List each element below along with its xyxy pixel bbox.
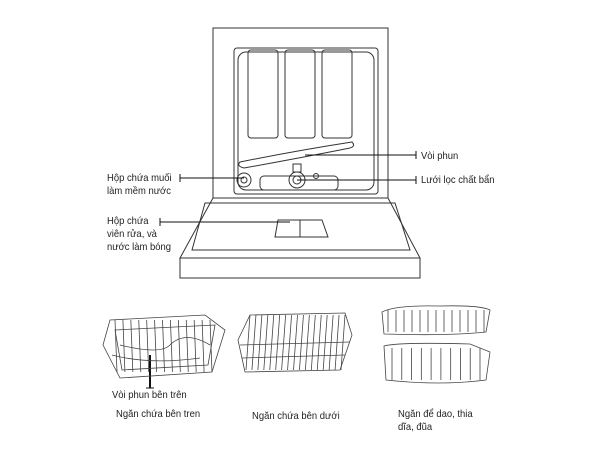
rack-wire <box>340 314 346 371</box>
rack-wire <box>146 319 150 373</box>
label-line: nước làm bóng <box>107 241 172 253</box>
rack-wire <box>185 319 189 373</box>
rack-wire <box>177 319 181 373</box>
dishwasher-body <box>179 27 421 279</box>
rack-wire <box>257 314 263 371</box>
rack-wire <box>287 314 292 371</box>
label-filter: Lưới lọc chất bẩn <box>421 174 495 186</box>
rack-wire <box>328 314 334 371</box>
label-line: làm mềm nước <box>107 185 171 197</box>
rack-wire <box>114 319 118 373</box>
rack-wire <box>263 314 269 371</box>
label-line: Hộp chứa muối <box>107 172 172 184</box>
callout-lines <box>146 151 417 389</box>
rack-wire <box>209 319 213 373</box>
label-line: Hộp chứa <box>107 215 149 227</box>
caption-cutlery-tray: Ngăn để dao, thia dĩa, đũa <box>398 408 473 434</box>
cutlery-trays <box>381 305 491 384</box>
rack-wire <box>193 319 197 373</box>
rack-wire <box>251 314 257 371</box>
label-spray-arm: Vòi phun <box>421 150 459 162</box>
rack-wire <box>299 314 304 371</box>
rack-wire <box>138 319 142 373</box>
caption-upper-rack: Ngăn chứa bên tren <box>116 408 201 420</box>
rack-wire <box>162 319 165 373</box>
caption-lower-rack: Ngăn chứa bên dưới <box>252 410 340 422</box>
rack-wire <box>322 314 328 371</box>
rack-wire <box>310 314 316 371</box>
rack-wire <box>316 314 322 371</box>
rack-wire <box>170 319 173 373</box>
label-line: viên rửa, và <box>107 228 157 240</box>
rack-wire <box>293 314 298 371</box>
label-salt-container: Hộp chứa muối làm mềm nước <box>107 172 172 198</box>
rack-wire <box>130 319 134 373</box>
rack-wire <box>122 319 126 373</box>
rack-wire <box>281 314 287 371</box>
label-detergent-dispenser: Hộp chứa viên rửa, và nước làm bóng <box>107 215 171 254</box>
label-line: dĩa, đũa <box>398 421 433 433</box>
rack-wire <box>334 314 340 371</box>
rack-wire <box>245 314 251 371</box>
rack-wire <box>154 319 157 373</box>
rack-wire <box>275 314 281 371</box>
rack-wire <box>269 314 275 371</box>
rack-wire <box>304 314 310 371</box>
lower-rack <box>237 312 353 373</box>
label-upper-spray-arm: Vòi phun bên trên <box>112 389 187 401</box>
label-line: Ngăn để dao, thia <box>398 408 473 420</box>
upper-rack <box>102 314 226 379</box>
rack-wire <box>201 319 205 373</box>
